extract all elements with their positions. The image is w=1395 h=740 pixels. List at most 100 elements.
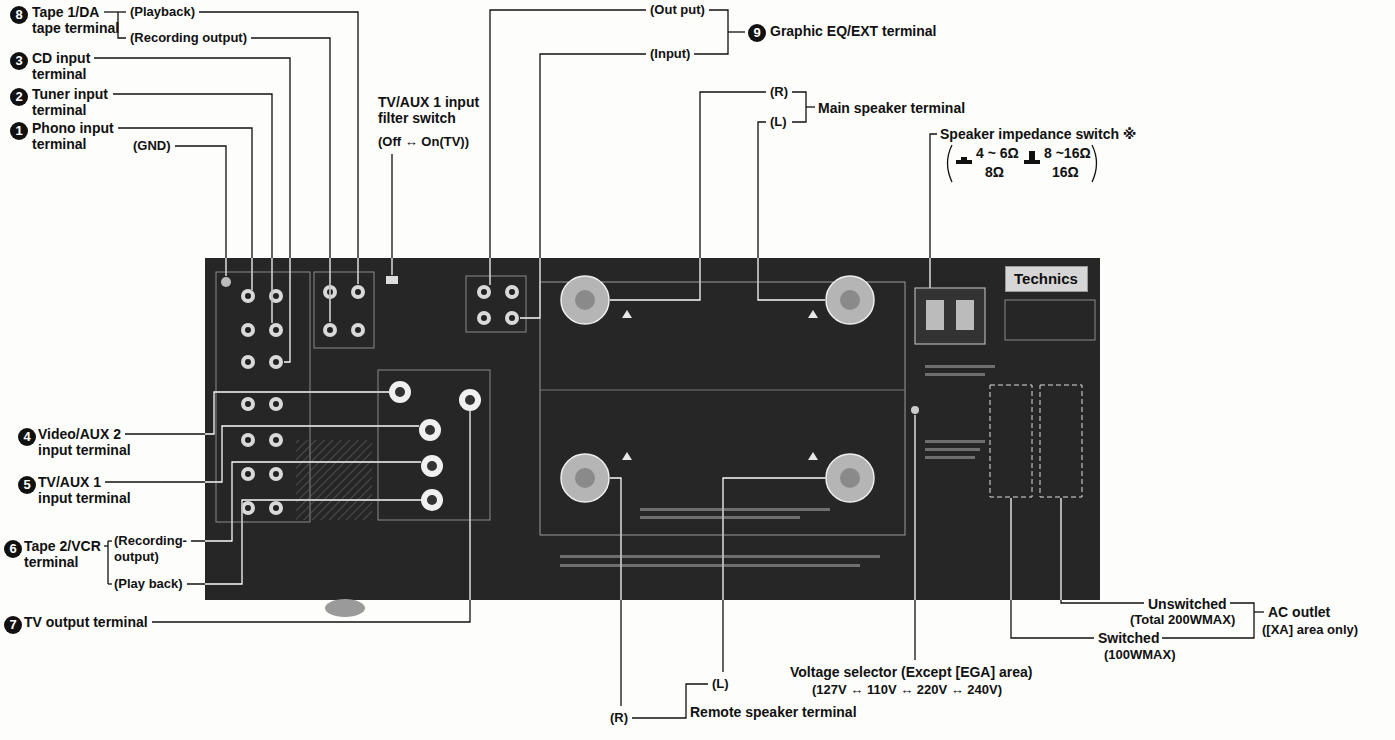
- outlet-label: AC outlet: [1268, 604, 1330, 620]
- section-outline: [466, 276, 526, 332]
- panel-print: [560, 365, 995, 567]
- port-label: (Playback): [130, 4, 195, 20]
- leader-line: [191, 462, 421, 541]
- terminal-label: Tuner input terminal: [32, 86, 111, 118]
- leader-line: [723, 478, 826, 672]
- leader-line: [610, 92, 766, 300]
- video-jack: [389, 381, 411, 403]
- jack: [505, 285, 519, 299]
- video-jack: [419, 419, 441, 441]
- callout-number: 2: [10, 88, 28, 106]
- jack: [241, 289, 255, 303]
- print-line: [925, 456, 975, 459]
- speaker-knob: [561, 454, 609, 502]
- leader-line: [118, 12, 126, 38]
- switch-label: TV/AUX 1 input filter switch: [378, 94, 483, 126]
- leader-line: [806, 106, 815, 107]
- jack: [241, 323, 255, 337]
- leader-line: [104, 11, 126, 12]
- section-outline: [314, 272, 374, 348]
- leader-line: [108, 583, 112, 584]
- leader-line: [175, 146, 226, 276]
- leader-lines: [94, 10, 1264, 718]
- mark: [808, 452, 818, 460]
- jack: [241, 355, 255, 369]
- leader-line: [199, 12, 358, 284]
- video-jack: [421, 489, 443, 511]
- speaker-knob: [561, 276, 609, 324]
- leader-line: [520, 54, 646, 318]
- filter-switch: [386, 276, 398, 284]
- button-symbol: [1029, 151, 1035, 160]
- port-label: (Recording- output): [114, 533, 190, 565]
- callout-number: 3: [10, 52, 28, 70]
- mark: [622, 452, 632, 460]
- gnd-screw: [221, 277, 231, 287]
- terminal-label: Tape 2/VCR terminal: [24, 538, 104, 570]
- switch-button: [926, 300, 944, 330]
- leader-line: [728, 31, 745, 32]
- print-line: [925, 440, 985, 443]
- voltage-values: (127V ↔ 110V ↔ 220V ↔ 240V): [812, 682, 1002, 698]
- impedance-value: 16Ω: [1052, 164, 1079, 180]
- leader-line: [391, 154, 392, 275]
- port-label: (Recording output): [130, 30, 247, 46]
- terminal-label: Remote speaker terminal: [690, 704, 857, 720]
- jack: [269, 433, 283, 447]
- power-rating: (Total 200WMAX): [1130, 612, 1235, 628]
- jack: [477, 285, 491, 299]
- jack: [269, 467, 283, 481]
- leader-line: [187, 500, 421, 584]
- button-symbol: [956, 160, 972, 164]
- area-note: ([XA] area only): [1262, 622, 1358, 638]
- power-rating: (100WMAX): [1104, 647, 1176, 663]
- leader-line: [107, 541, 108, 584]
- jack: [269, 355, 283, 369]
- button-symbol: [1024, 160, 1040, 164]
- leader-lines-on-panel: [205, 258, 1100, 600]
- jack: [241, 433, 255, 447]
- leader-line: [930, 134, 937, 288]
- video-jack: [459, 389, 481, 411]
- video-jacks: [389, 381, 481, 511]
- impedance-value: 4 ~ 6Ω: [976, 145, 1019, 161]
- callout-number: 5: [18, 476, 36, 494]
- jack: [351, 285, 365, 299]
- mark: [808, 310, 818, 318]
- leader-line: [105, 426, 419, 482]
- channel-label: (L): [712, 676, 729, 692]
- terminal-label: Graphic EQ/EXT terminal: [770, 23, 937, 39]
- port-label: (GND): [133, 138, 171, 154]
- impedance-legend: [948, 145, 1097, 182]
- jack: [241, 501, 255, 515]
- speaker-knob: [826, 454, 874, 502]
- print-line: [925, 373, 985, 376]
- jack: [269, 501, 283, 515]
- terminal-label: Main speaker terminal: [818, 100, 965, 116]
- leader-copy: [205, 258, 1100, 600]
- jack: [241, 397, 255, 411]
- print-line: [925, 448, 980, 451]
- ac-outlet: [1040, 385, 1082, 497]
- brand-name: Technics: [1014, 270, 1079, 288]
- voltage-selector: [911, 406, 919, 414]
- leader-line: [125, 392, 389, 434]
- rca-jacks: [241, 285, 519, 515]
- section-divider: [540, 390, 905, 391]
- mark: [622, 310, 632, 318]
- speaker-knob: [826, 276, 874, 324]
- jack: [269, 397, 283, 411]
- jack-sections: [216, 272, 526, 522]
- switch-setting: (Off ↔ On(TV)): [378, 134, 469, 150]
- jack: [241, 467, 255, 481]
- print-line: [640, 508, 830, 511]
- print-line: [925, 365, 995, 368]
- rating-plate: [1005, 300, 1095, 340]
- port-label: (Play back): [114, 576, 183, 592]
- outlet-label: Switched: [1098, 630, 1159, 646]
- jack: [505, 311, 519, 325]
- foot: [325, 599, 365, 617]
